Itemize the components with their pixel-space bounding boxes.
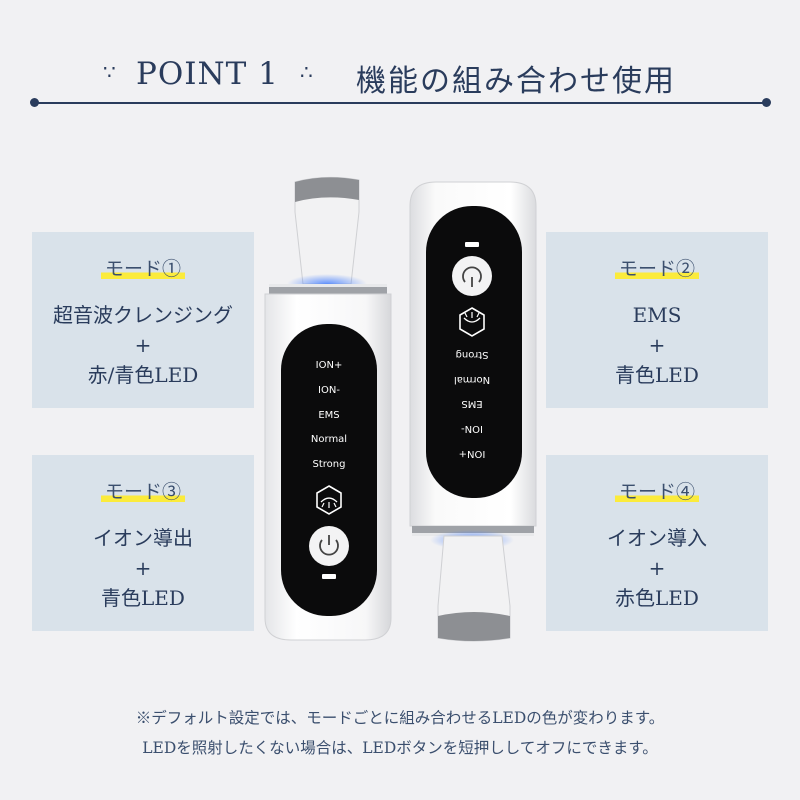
mode-line: 青色LED (615, 363, 699, 387)
mode-panel-1: モード① 超音波クレンジング + 赤/青色LED (32, 232, 254, 408)
mode-line: + (134, 333, 152, 357)
divider-dot-right (762, 98, 771, 107)
mode-normal: Normal (454, 374, 490, 385)
mode-strong: Strong (456, 349, 489, 360)
point-title: POINT 1 (136, 56, 279, 92)
mode-panel-4: モード④ イオン導入 + 赤色LED (546, 455, 768, 631)
battery-indicator (465, 242, 479, 247)
mode-panel-3: モード③ イオン導出 + 青色LED (32, 455, 254, 631)
mode-ems: EMS (318, 410, 339, 421)
right-dots-ornament: ∴ (300, 60, 314, 84)
device-back-mode-list: ION+ ION- EMS Normal Strong (454, 349, 490, 459)
header-divider (34, 102, 766, 104)
mode-label: モード③ (100, 481, 185, 504)
mode-strong: Strong (313, 459, 346, 470)
mode-label: モード① (100, 258, 185, 281)
divider-dot-left (30, 98, 39, 107)
mode-ion-plus: ION+ (316, 360, 343, 371)
mode-ion-minus: ION- (318, 385, 340, 396)
power-icon[interactable] (452, 256, 492, 296)
header-subtitle: 機能の組み合わせ使用 (356, 64, 676, 99)
footnotes: ※デフォルト設定では、モードごとに組み合わせるLEDの色が変わります。 LEDを… (0, 703, 800, 763)
mode-ems: EMS (461, 398, 482, 409)
mode-line: 超音波クレンジング (53, 303, 233, 327)
mode-line: 赤/青色LED (87, 363, 199, 387)
mode-label: モード④ (614, 481, 699, 504)
mode-line: イオン導入 (607, 526, 707, 550)
mode-panel-2: モード② EMS + 青色LED (546, 232, 768, 408)
hexagon-led-icon[interactable] (316, 485, 342, 515)
battery-indicator (322, 574, 336, 579)
left-dots-ornament: ∵ (103, 60, 117, 84)
mode-line: + (648, 556, 666, 580)
hexagon-led-icon[interactable] (459, 307, 485, 337)
mode-line: 青色LED (101, 586, 185, 610)
mode-normal: Normal (311, 434, 347, 445)
device-back: ION+ ION- EMS Normal Strong (409, 181, 537, 642)
header: ∵ POINT 1 ∴ 機能の組み合わせ使用 (0, 52, 800, 102)
footnote-line: LEDを照射したくない場合は、LEDボタンを短押ししてオフにできます。 (142, 739, 658, 757)
footnote-line: ※デフォルト設定では、モードごとに組み合わせるLEDの色が変わります。 (135, 709, 665, 727)
mode-line: イオン導出 (93, 526, 193, 550)
mode-line: EMS (632, 303, 682, 327)
mode-ion-plus: ION+ (459, 448, 486, 459)
power-icon[interactable] (309, 526, 349, 566)
mode-line: + (648, 333, 666, 357)
device-front-mode-list: ION+ ION- EMS Normal Strong (311, 360, 347, 470)
mode-ion-minus: ION- (461, 423, 483, 434)
mode-line: + (134, 556, 152, 580)
mode-line: 赤色LED (615, 586, 699, 610)
mode-label: モード② (614, 258, 699, 281)
device-front: ION+ ION- EMS Normal Strong (264, 176, 392, 641)
